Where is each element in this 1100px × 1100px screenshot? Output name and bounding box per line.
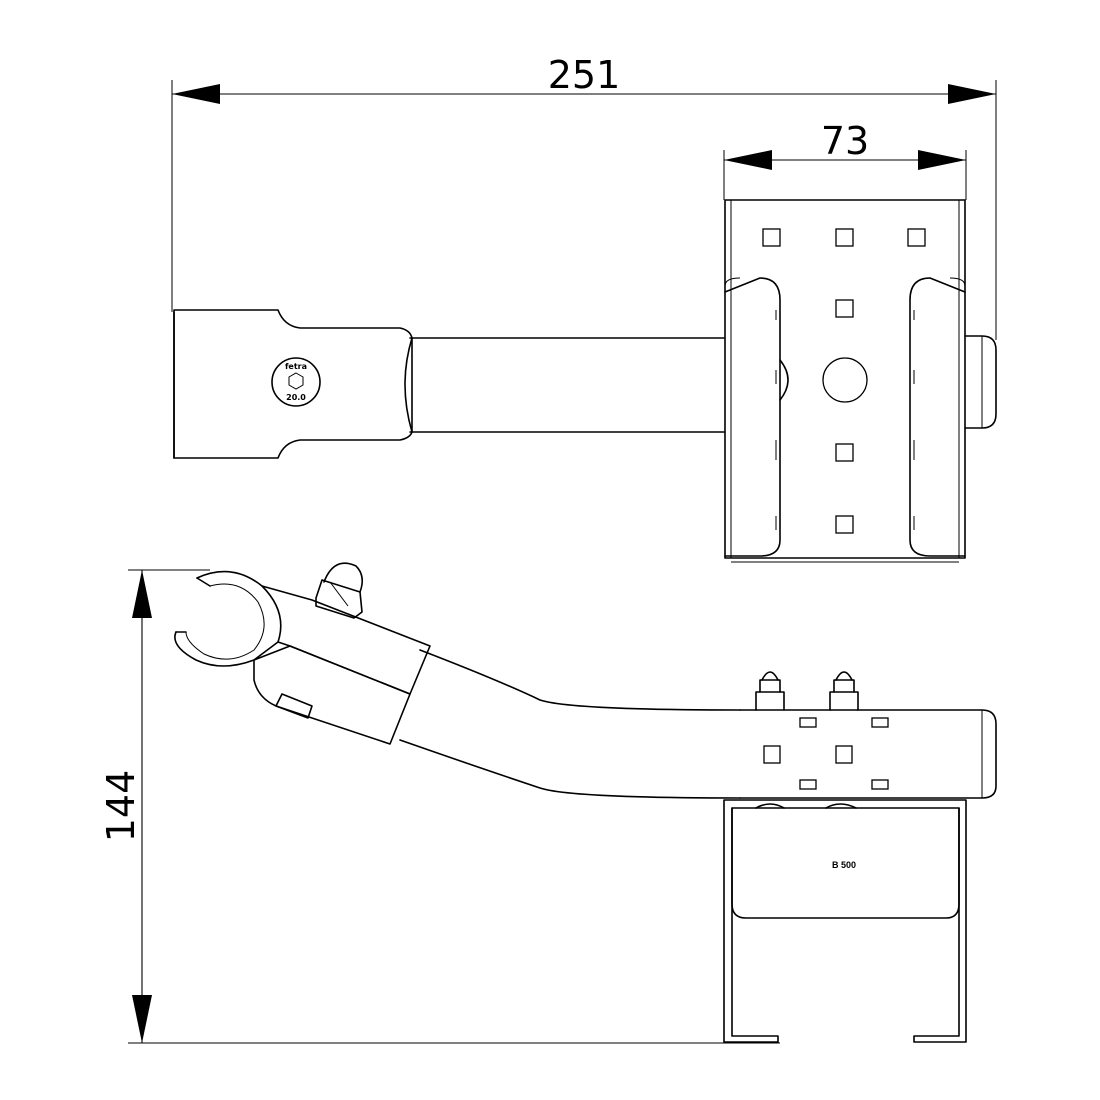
nut-body (315, 579, 363, 619)
upper-jaw (261, 585, 431, 695)
clamp-block-top (173, 309, 413, 459)
tube-end-curve (404, 337, 413, 433)
hex-bolt-logo-icon (271, 357, 321, 407)
square-hole (835, 745, 853, 764)
wall-fold-right (949, 277, 966, 287)
bolt-head (755, 803, 785, 809)
arrow-left-icon (172, 84, 220, 104)
top-cap-nut (315, 562, 364, 619)
arrow-top-icon (132, 570, 152, 618)
nut-base (755, 691, 785, 711)
slot-hole (871, 779, 889, 790)
nut-dome (323, 562, 364, 593)
nut-cap (835, 671, 853, 681)
nut-hex (759, 679, 781, 693)
slot-hole (799, 779, 817, 790)
u-bracket-profile (723, 799, 967, 1043)
nut-base (829, 691, 859, 711)
square-hole (835, 299, 854, 318)
square-hole (835, 443, 854, 462)
arrow-right-icon (948, 84, 996, 104)
clamp-gap-top (196, 577, 211, 587)
tube-end-cap (964, 335, 997, 429)
hex-icon (288, 372, 304, 390)
slot-hole (871, 717, 889, 728)
top-view: fetra 20.0 (173, 199, 997, 563)
tube-bottom-line (399, 739, 741, 799)
logo-subtext: 20.0 (286, 393, 306, 402)
side-view: B 500 (174, 562, 997, 1043)
arrow-bottom-icon (132, 995, 152, 1043)
center-round-hole (822, 357, 868, 403)
manufacturer-logo: fetra 20.0 (271, 357, 321, 407)
clamp-ring-inner (185, 583, 265, 660)
dimension-overall-height: 144 (99, 569, 780, 1044)
dimension-overall-length: 251 (171, 53, 997, 340)
clamp-ring-outer (174, 570, 282, 667)
bracket-wall-left (724, 277, 781, 557)
bracket-wall-right (909, 277, 966, 557)
nut-edge (329, 581, 349, 607)
lower-jaw (253, 645, 411, 745)
nut-hex (833, 679, 855, 693)
nut-cap (761, 671, 779, 681)
bolt-bump (779, 359, 789, 401)
tube-straight-section (739, 709, 997, 799)
square-hole (907, 228, 926, 247)
dimension-label-144: 144 (99, 770, 143, 843)
square-hole (835, 228, 854, 247)
square-hole (763, 745, 781, 764)
logo-text: fetra (285, 362, 307, 371)
acorn-nut-left (755, 671, 785, 711)
bolt-head (825, 803, 857, 809)
slot-hole (799, 717, 817, 728)
marking-plate (731, 807, 960, 919)
dimension-label-251: 251 (548, 53, 621, 97)
tube-top-line (419, 649, 741, 711)
acorn-nut-right (829, 671, 859, 711)
bracket-plate (724, 199, 966, 559)
square-hole (835, 515, 854, 534)
arrow-73-right-icon (918, 150, 966, 170)
wall-fold-left (724, 277, 741, 287)
plate-marking-text: B 500 (832, 860, 856, 870)
bottom-nut (275, 693, 313, 719)
square-hole (762, 228, 781, 247)
dimension-label-73: 73 (821, 119, 869, 163)
arrow-73-left-icon (724, 150, 772, 170)
dimension-clamp-width: 73 (723, 119, 967, 200)
